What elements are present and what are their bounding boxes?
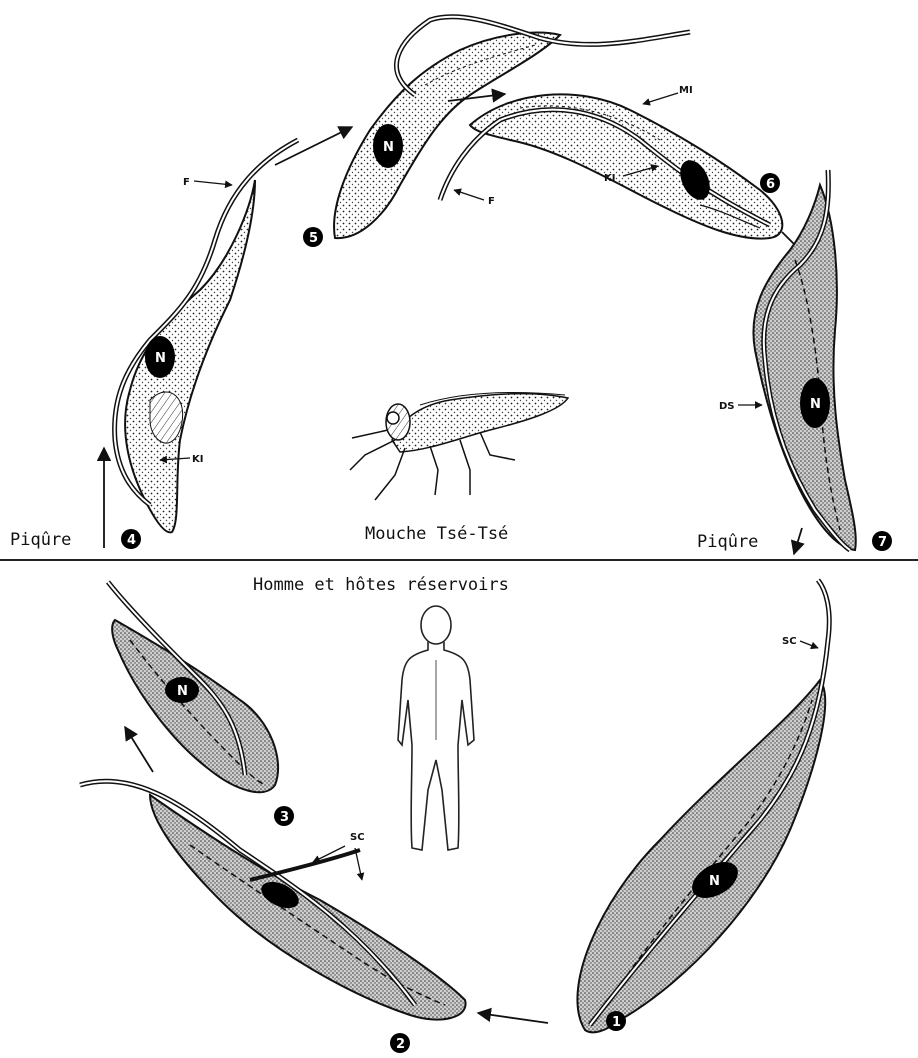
stage-4-number: 4 bbox=[121, 529, 141, 549]
svg-text:N: N bbox=[155, 351, 166, 366]
svg-text:2: 2 bbox=[396, 1037, 405, 1052]
bite-left-label: Piqûre bbox=[10, 530, 71, 550]
host-caption: Homme et hôtes réservoirs bbox=[253, 575, 509, 595]
stage-3-trypanosome: N bbox=[108, 582, 278, 792]
svg-text:1: 1 bbox=[612, 1015, 621, 1030]
svg-text:F: F bbox=[183, 177, 190, 188]
stage-4-trypanosome: N bbox=[115, 140, 298, 532]
stage-1-trypanosome: N bbox=[577, 580, 829, 1032]
svg-text:6: 6 bbox=[766, 177, 775, 192]
stage-6-number: 6 bbox=[760, 173, 780, 193]
svg-text:3: 3 bbox=[280, 810, 289, 825]
svg-text:N: N bbox=[177, 684, 188, 699]
stage-1-number: 1 bbox=[606, 1011, 626, 1031]
stage-6-trypanosome bbox=[440, 94, 782, 238]
bite-right-label: Piqûre bbox=[697, 532, 758, 552]
stage-2-number: 2 bbox=[390, 1033, 410, 1053]
label-ds-stage-7: DS bbox=[719, 401, 762, 412]
label-sc-stage-1: SC bbox=[782, 636, 818, 648]
svg-text:F: F bbox=[488, 196, 495, 207]
svg-text:KI: KI bbox=[604, 173, 615, 184]
tsetse-fly-illustration bbox=[350, 392, 568, 500]
svg-text:N: N bbox=[810, 397, 821, 412]
arrow-bite-right bbox=[794, 528, 802, 554]
arrow-3-to-4 bbox=[125, 727, 153, 772]
svg-text:SC: SC bbox=[782, 636, 797, 647]
svg-text:5: 5 bbox=[309, 231, 318, 246]
svg-text:N: N bbox=[709, 874, 720, 889]
stage-5-number: 5 bbox=[303, 227, 323, 247]
svg-text:DS: DS bbox=[719, 401, 735, 412]
svg-text:SC: SC bbox=[350, 832, 365, 843]
vector-caption: Mouche Tsé-Tsé bbox=[365, 524, 508, 544]
stage-2-trypanosome bbox=[80, 781, 466, 1019]
label-f-stage-4: F bbox=[183, 177, 232, 188]
label-f-stage-6: F bbox=[454, 190, 495, 207]
svg-text:N: N bbox=[383, 140, 394, 155]
stage-3-number: 3 bbox=[274, 806, 294, 826]
label-mi-stage-6: MI bbox=[643, 85, 693, 104]
svg-text:KI: KI bbox=[192, 454, 203, 465]
arrow-1-to-2 bbox=[478, 1013, 548, 1023]
svg-text:7: 7 bbox=[878, 535, 887, 550]
stage-7-number: 7 bbox=[872, 531, 892, 551]
svg-text:MI: MI bbox=[679, 85, 693, 96]
human-figure bbox=[398, 606, 474, 850]
svg-text:4: 4 bbox=[127, 533, 136, 548]
